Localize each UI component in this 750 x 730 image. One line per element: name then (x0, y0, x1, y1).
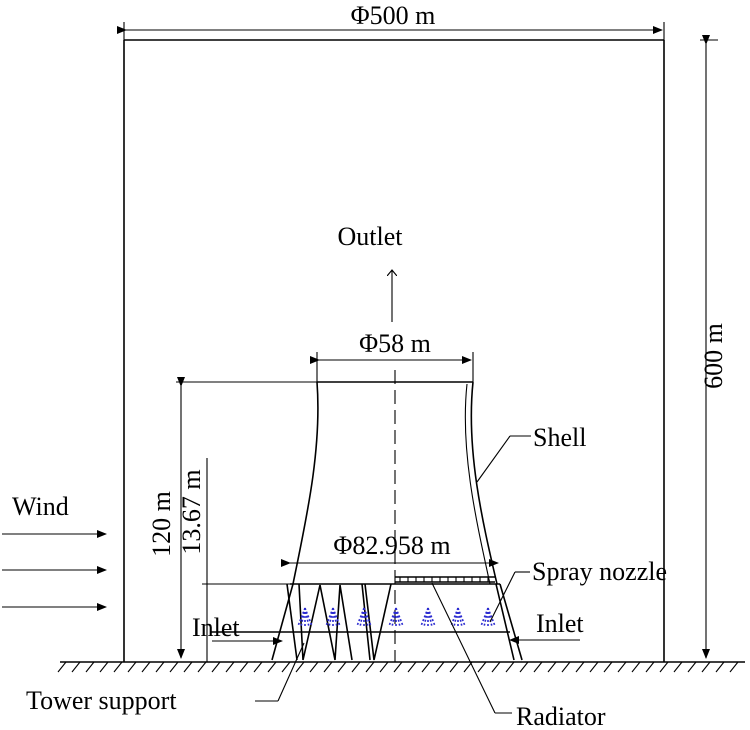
ground-hatch (575, 661, 585, 673)
tower-height-dimension (176, 377, 317, 659)
ground-hatch (85, 661, 95, 673)
ground-hatch (449, 661, 459, 673)
domain-height-label: 600 m (699, 323, 728, 389)
ground-hatch (225, 661, 235, 673)
ground-hatch (267, 661, 277, 673)
ground-hatch (701, 661, 711, 673)
ground-hatch (127, 661, 137, 673)
spray-nozzle-icon (450, 607, 466, 628)
ground-hatch (113, 661, 123, 673)
bottom-diameter-label: Φ82.958 m (333, 531, 450, 560)
ground-hatch (239, 661, 249, 673)
spray-nozzle-icon (388, 607, 404, 628)
ground-hatch (309, 661, 319, 673)
ground-hatch (617, 661, 627, 673)
ground-hatch (211, 661, 221, 673)
ground-hatch (589, 661, 599, 673)
domain-width-dimension (117, 22, 665, 40)
ground-hatch (477, 661, 487, 673)
domain-width-label: Φ500 m (351, 1, 436, 30)
ground-hatch (421, 661, 431, 673)
ground-hatch (169, 661, 179, 673)
ground-hatch (491, 661, 501, 673)
ground-hatch (295, 661, 305, 673)
ground-hatch (141, 661, 151, 673)
spray-nozzle-icon (297, 607, 313, 628)
ground-hatch (645, 661, 655, 673)
ground-hatch (673, 661, 683, 673)
spray-nozzles (297, 607, 496, 628)
inlet-height-label: 13.67 m (177, 469, 206, 554)
spray-nozzle-label: Spray nozzle (532, 557, 667, 586)
ground-hatch (393, 661, 403, 673)
ground-hatch (99, 661, 109, 673)
tower-support (271, 583, 523, 661)
tower-support-leader-diag (277, 642, 305, 702)
ground-hatch (71, 661, 81, 673)
ground-hatch (659, 661, 669, 673)
ground-hatch (435, 661, 445, 673)
ground-hatch (351, 661, 361, 673)
inlet-right-label: Inlet (536, 609, 584, 638)
ground-hatch (323, 661, 333, 673)
ground-hatch (603, 661, 613, 673)
ground-hatch (687, 661, 697, 673)
top-diameter-label: Φ58 m (359, 329, 431, 358)
inlet-height-dimension (202, 458, 292, 662)
ground-hatch (561, 661, 571, 673)
ground-hatch (183, 661, 193, 673)
spray-header (395, 576, 495, 583)
ground (57, 661, 745, 673)
radiator-label: Radiator (516, 702, 606, 730)
tower-support-label: Tower support (26, 686, 177, 715)
ground-hatch (155, 661, 165, 673)
tower-height-label: 120 m (147, 491, 176, 557)
radiator-leader-diag (431, 582, 496, 714)
wind-label: Wind (12, 492, 69, 521)
spray-nozzle-icon (420, 607, 436, 628)
ground-hatch (379, 661, 389, 673)
top-diameter-dimension (310, 352, 474, 382)
wind-arrows (2, 530, 107, 611)
ground-hatch (729, 661, 739, 673)
ground-hatch (547, 661, 557, 673)
ground-hatch (337, 661, 347, 673)
ground-hatch (57, 661, 67, 673)
inlet-left-label: Inlet (192, 613, 240, 642)
ground-hatch (365, 661, 375, 673)
ground-hatch (505, 661, 515, 673)
spray-nozzle-icon (480, 607, 496, 628)
spray-nozzle-leader-diag (489, 571, 516, 623)
ground-hatch (253, 661, 263, 673)
shell-label: Shell (533, 423, 586, 452)
spray-nozzle-icon (356, 607, 372, 628)
ground-hatch (533, 661, 543, 673)
shell-leader-diag (476, 435, 511, 483)
outlet-label: Outlet (338, 222, 404, 251)
ground-hatch (281, 661, 291, 673)
domain-boundary (123, 39, 665, 662)
spray-nozzle-icon (325, 607, 341, 628)
ground-hatch (519, 661, 529, 673)
ground-hatch (197, 661, 207, 673)
ground-hatch (715, 661, 725, 673)
ground-hatch (407, 661, 417, 673)
ground-hatch (631, 661, 641, 673)
